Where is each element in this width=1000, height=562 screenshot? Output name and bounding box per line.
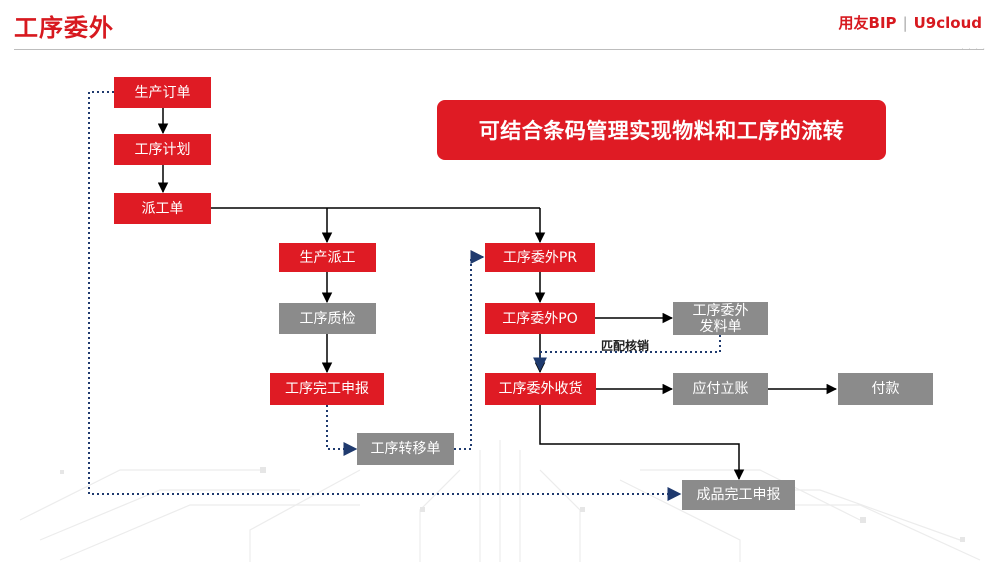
node-process-qc[interactable]: 工序质检 bbox=[279, 303, 376, 334]
dotted-order-to-finished bbox=[88, 91, 682, 501]
node-outsource-receipt[interactable]: 工序委外收货 bbox=[485, 373, 596, 405]
corner-dots: · · · · bbox=[961, 45, 986, 54]
dotted-completion-to-transfer bbox=[326, 405, 358, 456]
node-production-dispatch[interactable]: 生产派工 bbox=[279, 243, 376, 272]
node-dispatch-order[interactable]: 派工单 bbox=[114, 193, 211, 224]
callout-banner: 可结合条码管理实现物料和工序的流转 bbox=[437, 100, 886, 160]
node-process-transfer[interactable]: 工序转移单 bbox=[357, 433, 454, 465]
node-outsource-po[interactable]: 工序委外PO bbox=[485, 303, 595, 334]
edge-receipt-finished bbox=[539, 405, 745, 481]
node-outsource-issue-line2: 发料单 bbox=[699, 318, 742, 335]
brand-u9cloud: U9cloud bbox=[913, 13, 982, 32]
match-writeoff-label: 匹配核销 bbox=[601, 339, 650, 353]
node-finished-completion[interactable]: 成品完工申报 bbox=[682, 480, 795, 510]
brand-logo: 用友BIP | U9cloud bbox=[839, 12, 982, 33]
brand-bip: 用友BIP bbox=[838, 14, 897, 32]
node-process-completion[interactable]: 工序完工申报 bbox=[270, 373, 384, 405]
dotted-issue-match bbox=[533, 335, 721, 372]
node-outsource-pr[interactable]: 工序委外PR bbox=[485, 243, 595, 272]
node-ap-posting[interactable]: 应付立账 bbox=[673, 373, 768, 405]
node-outsource-issue[interactable]: 工序委外 发料单 bbox=[673, 302, 768, 335]
header-divider bbox=[14, 49, 984, 50]
dotted-transfer-to-pr bbox=[454, 250, 485, 450]
node-payment[interactable]: 付款 bbox=[838, 373, 933, 405]
node-outsource-issue-line1: 工序委外 bbox=[692, 302, 749, 319]
brand-separator: | bbox=[902, 13, 908, 32]
node-production-order[interactable]: 生产订单 bbox=[114, 77, 211, 108]
page-title: 工序委外 bbox=[14, 14, 114, 42]
node-process-plan[interactable]: 工序计划 bbox=[114, 134, 211, 165]
